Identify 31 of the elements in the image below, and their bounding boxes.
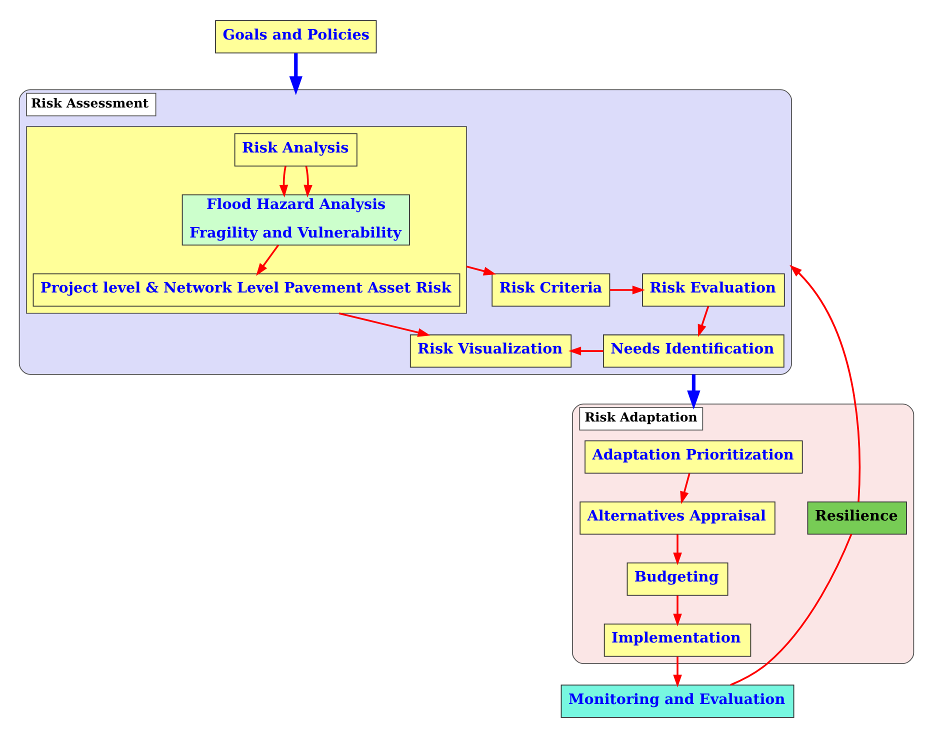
arrow: [279, 166, 288, 197]
node-box: Flood Hazard Analysis Fragility and Vulnerability: [182, 194, 410, 246]
arrow: [610, 285, 646, 294]
arrow: [466, 265, 496, 275]
arrow: [698, 306, 710, 337]
node-box: Risk Visualization: [410, 334, 572, 368]
arrow: [673, 656, 682, 687]
node-box: Budgeting: [626, 562, 728, 596]
arrow: [304, 166, 312, 197]
node-box: Alternatives Appraisal: [580, 500, 776, 534]
arrow: [790, 264, 860, 502]
node-box: Risk Criteria: [492, 272, 610, 306]
node-box: Adaptation Prioritization: [584, 440, 803, 474]
arrow: [687, 374, 700, 409]
cluster: [26, 126, 467, 314]
node-box: Monitoring and Evaluation: [560, 684, 794, 718]
connector: [730, 533, 852, 686]
arrow: [568, 346, 604, 355]
arrow: [680, 472, 690, 504]
arrow: [256, 244, 280, 276]
arrow: [289, 52, 302, 95]
arrow: [673, 595, 682, 626]
node-box: Goals and Policies: [215, 20, 377, 53]
node-box: Risk Evaluation: [642, 272, 785, 306]
node-box: Implementation: [604, 623, 752, 656]
node-box: Project level & Network Level Pavement Asset Risk: [32, 272, 460, 306]
arrow: [673, 534, 682, 565]
node-box: Resilience: [807, 500, 907, 534]
node-box: Needs Identification: [603, 334, 784, 368]
node-box: Risk Analysis: [234, 132, 358, 166]
arrow: [338, 312, 430, 336]
